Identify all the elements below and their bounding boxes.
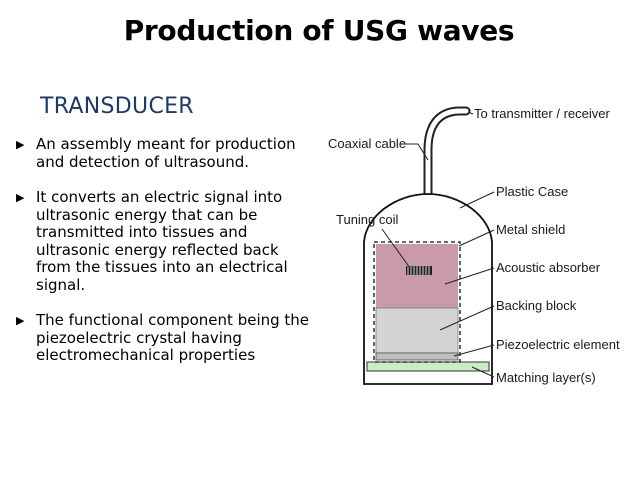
- bullet-text: The functional component being the piezo…: [36, 311, 310, 364]
- slide-title: Production of USG waves: [123, 14, 515, 47]
- bullet-item: ▶ It converts an electric signal into ul…: [14, 188, 314, 294]
- acoustic-absorber: [376, 244, 458, 308]
- label-metal-shield: Metal shield: [496, 222, 565, 237]
- bullet-list: ▶ An assembly meant for production and d…: [14, 135, 314, 383]
- piezoelectric-element: [375, 352, 459, 361]
- label-backing-block: Backing block: [496, 298, 577, 313]
- backing-block: [375, 307, 459, 354]
- matching-layer: [366, 361, 490, 372]
- bullet-item: ▶ The functional component being the pie…: [14, 311, 314, 365]
- bullet-text: An assembly meant for production and det…: [36, 135, 296, 171]
- triangle-right-icon: ▶: [16, 314, 25, 327]
- triangle-right-icon: ▶: [16, 138, 25, 151]
- label-tuning-coil: Tuning coil: [336, 212, 398, 227]
- label-coaxial-cable: Coaxial cable: [328, 136, 406, 151]
- triangle-right-icon: ▶: [16, 191, 25, 204]
- label-acoustic-absorber: Acoustic absorber: [496, 260, 601, 275]
- bullet-text: It converts an electric signal into ultr…: [36, 188, 288, 294]
- slide-subtitle: TRANSDUCER: [40, 94, 194, 119]
- label-matching-layer: Matching layer(s): [496, 370, 596, 385]
- metal-shield: [373, 241, 461, 363]
- label-plastic-case: Plastic Case: [496, 184, 568, 199]
- tuning-coil: [406, 266, 432, 275]
- label-piezoelectric-element: Piezoelectric element: [496, 337, 620, 352]
- bullet-item: ▶ An assembly meant for production and d…: [14, 135, 314, 171]
- label-to-transmitter: To transmitter / receiver: [474, 106, 610, 121]
- transducer-diagram: To transmitter / receiver Coaxial cable …: [328, 106, 620, 385]
